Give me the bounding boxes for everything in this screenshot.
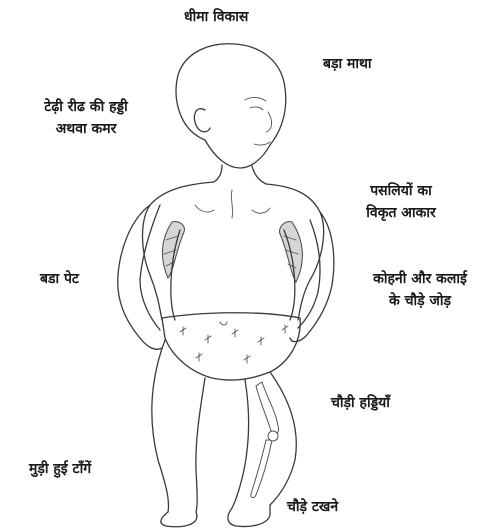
ear — [194, 109, 210, 132]
right-foot — [228, 505, 270, 527]
label-big-belly: बडा पेट — [40, 268, 79, 290]
curved-spine-line1: टेढ़ी रीढ की हड्डी — [12, 96, 160, 118]
label-wide-joints: कोहनी और कलाई के चौड़े जोड़ — [350, 268, 490, 312]
mouth — [254, 142, 270, 145]
femur-bone — [256, 382, 279, 435]
label-wide-bones: चौड़ी हड्डियाँ — [331, 392, 390, 414]
label-deformed-ribs: पसलियों का विकृत आकार — [346, 180, 456, 224]
wide-bones-text: चौड़ी हड्डियाँ — [331, 392, 390, 414]
big-belly-text: बडा पेट — [40, 268, 79, 290]
curved-spine-line2: अथवा कमर — [12, 118, 160, 140]
left-leg — [152, 340, 169, 512]
eyebrow — [245, 97, 266, 101]
belly — [171, 230, 295, 320]
deformed-ribs-line1: पसलियों का — [346, 180, 456, 202]
wide-ankles-text: चौड़े टखने — [287, 496, 338, 518]
diaper — [162, 313, 300, 380]
label-curved-spine: टेढ़ी रीढ की हड्डी अथवा कमर — [12, 96, 160, 140]
big-head-text: बड़ा माथा — [323, 53, 372, 75]
wide-joints-line2: के चौड़े जोड़ — [350, 290, 490, 312]
rib-cage-left — [162, 222, 184, 278]
left-foot — [161, 512, 197, 527]
slow-growth-text: धीमा विकास — [184, 6, 248, 28]
label-bent-legs: मुड़ी हुई टाँगें — [29, 458, 91, 480]
navel — [220, 322, 227, 325]
wide-joints-line1: कोहनी और कलाई — [350, 268, 490, 290]
nose — [266, 112, 272, 132]
head — [176, 44, 286, 168]
label-wide-ankles: चौड़े टखने — [287, 496, 338, 518]
eye — [250, 107, 263, 110]
bent-legs-text: मुड़ी हुई टाँगें — [29, 458, 91, 480]
tibia-bone — [251, 440, 272, 498]
label-big-head: बड़ा माथा — [323, 53, 372, 75]
torso-left — [143, 182, 215, 320]
deformed-ribs-line2: विकृत आकार — [346, 202, 456, 224]
label-slow-growth: धीमा विकास — [184, 6, 248, 28]
